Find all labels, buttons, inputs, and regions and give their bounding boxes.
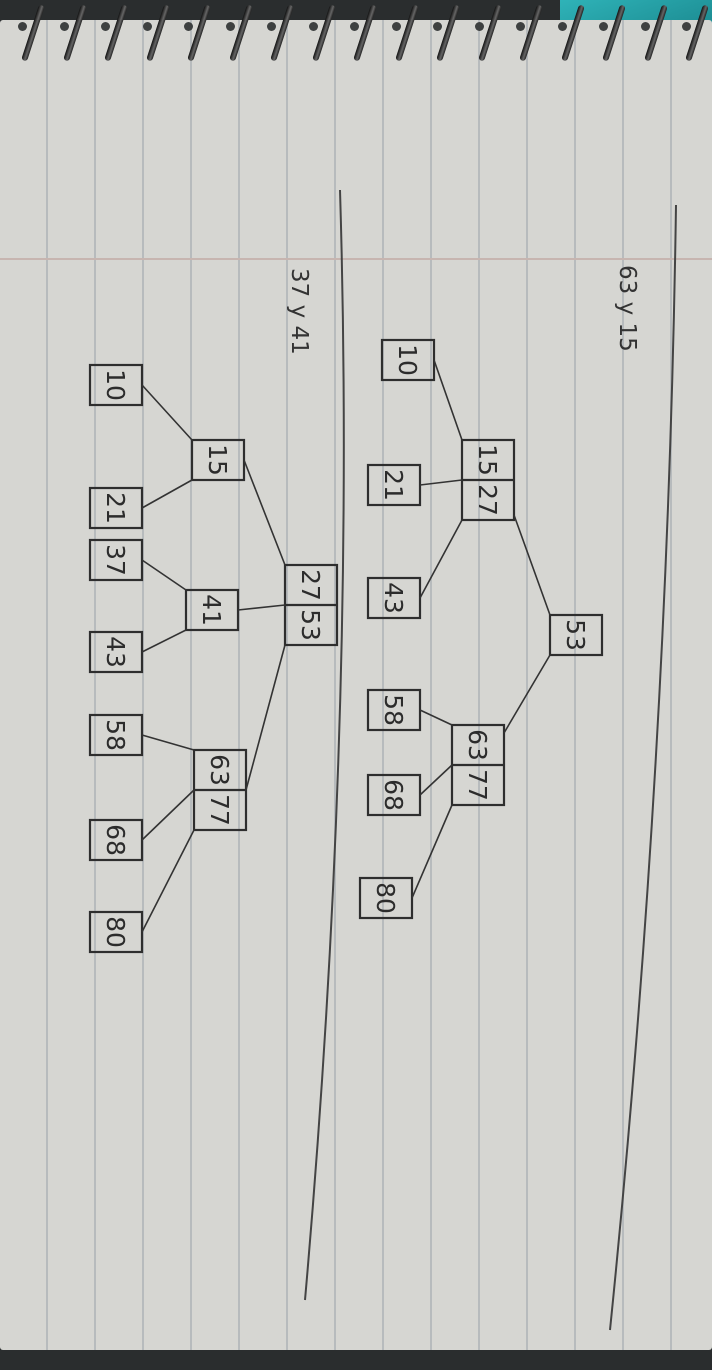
node-key: 43 [379, 582, 408, 614]
binding-hole [474, 22, 484, 31]
node-key: 27 [473, 484, 502, 516]
divider-rule-middle [304, 189, 345, 1301]
binding-hole [391, 22, 401, 31]
tree-edge [419, 764, 453, 796]
binding-hole [18, 22, 27, 31]
node-key: 68 [101, 824, 130, 856]
binding-hole [59, 22, 69, 31]
binding-hole [225, 22, 235, 31]
internal-node: 41 [184, 588, 240, 632]
node-key: 63 [205, 754, 234, 786]
binding-hole [350, 22, 359, 31]
node-key: 37 [101, 544, 130, 576]
node-key: 53 [296, 609, 325, 641]
tree-edge [503, 654, 551, 734]
leaf-node: 37 [88, 538, 144, 582]
tree-edge [141, 789, 195, 841]
tree-edge [419, 479, 463, 486]
binding-hole [184, 22, 193, 31]
tree-edge [513, 514, 551, 616]
binding-hole [599, 22, 608, 31]
node-key: 58 [379, 694, 408, 726]
leaf-node: 58 [366, 688, 422, 732]
tree-edge [141, 559, 187, 591]
leaf-node: 58 [88, 713, 144, 757]
margin-line [0, 258, 712, 260]
leaf-node: 68 [366, 773, 422, 817]
node-key: 80 [101, 916, 130, 948]
node-key: 43 [101, 636, 130, 668]
operation-caption: 37 y 41 [286, 268, 312, 355]
binding-hole [308, 22, 318, 31]
node-key: 80 [371, 882, 400, 914]
binding-hole [142, 22, 152, 31]
tree-edge [141, 829, 195, 933]
tree-edge [141, 384, 193, 441]
node-key: 27 [296, 569, 325, 601]
tree-edge [243, 459, 286, 566]
node-key: 58 [101, 719, 130, 751]
node-key: 21 [101, 492, 130, 524]
node-key: 77 [205, 794, 234, 826]
binding-hole [101, 22, 110, 31]
tree-edge [411, 804, 453, 899]
node-box [548, 613, 604, 657]
leaf-node: 21 [366, 463, 422, 507]
leaf-node: 43 [88, 630, 144, 674]
leaf-node: 10 [380, 338, 436, 382]
leaf-node: 21 [88, 486, 144, 530]
node-key: 15 [203, 444, 232, 476]
node-key: 15 [473, 444, 502, 476]
leaf-node: 68 [88, 818, 144, 862]
leaf-node: 43 [366, 576, 422, 620]
node-key: 68 [379, 779, 408, 811]
binding-hole [433, 22, 442, 31]
tree-edge [141, 479, 193, 509]
node-key: 53 [561, 619, 590, 651]
node-key: 41 [197, 594, 226, 626]
node-key: 77 [463, 769, 492, 801]
node-key: 10 [393, 344, 422, 376]
divider-rule-top [609, 204, 677, 1331]
leaf-node: 10 [88, 363, 144, 407]
notebook-page [0, 20, 712, 1350]
node-key: 21 [379, 469, 408, 501]
binding-hole [557, 22, 567, 31]
tree-edge [419, 519, 463, 599]
tree-edge [141, 629, 187, 653]
operation-caption: 63 y 15 [614, 265, 640, 352]
tree-edge [245, 644, 286, 791]
tree-edge [141, 734, 195, 751]
node-key: 10 [101, 369, 130, 401]
tree-edge [433, 359, 463, 441]
binding-hole [682, 22, 691, 31]
root-node: 53 [548, 613, 604, 657]
binding-hole [267, 22, 276, 31]
binding-hole [640, 22, 650, 31]
tree-edge [419, 709, 453, 726]
internal-node: 15 [190, 438, 246, 482]
leaf-node: 80 [88, 910, 144, 954]
tree-edge [237, 604, 286, 611]
node-key: 63 [463, 729, 492, 761]
leaf-node: 80 [358, 876, 414, 920]
binding-hole [516, 22, 525, 31]
